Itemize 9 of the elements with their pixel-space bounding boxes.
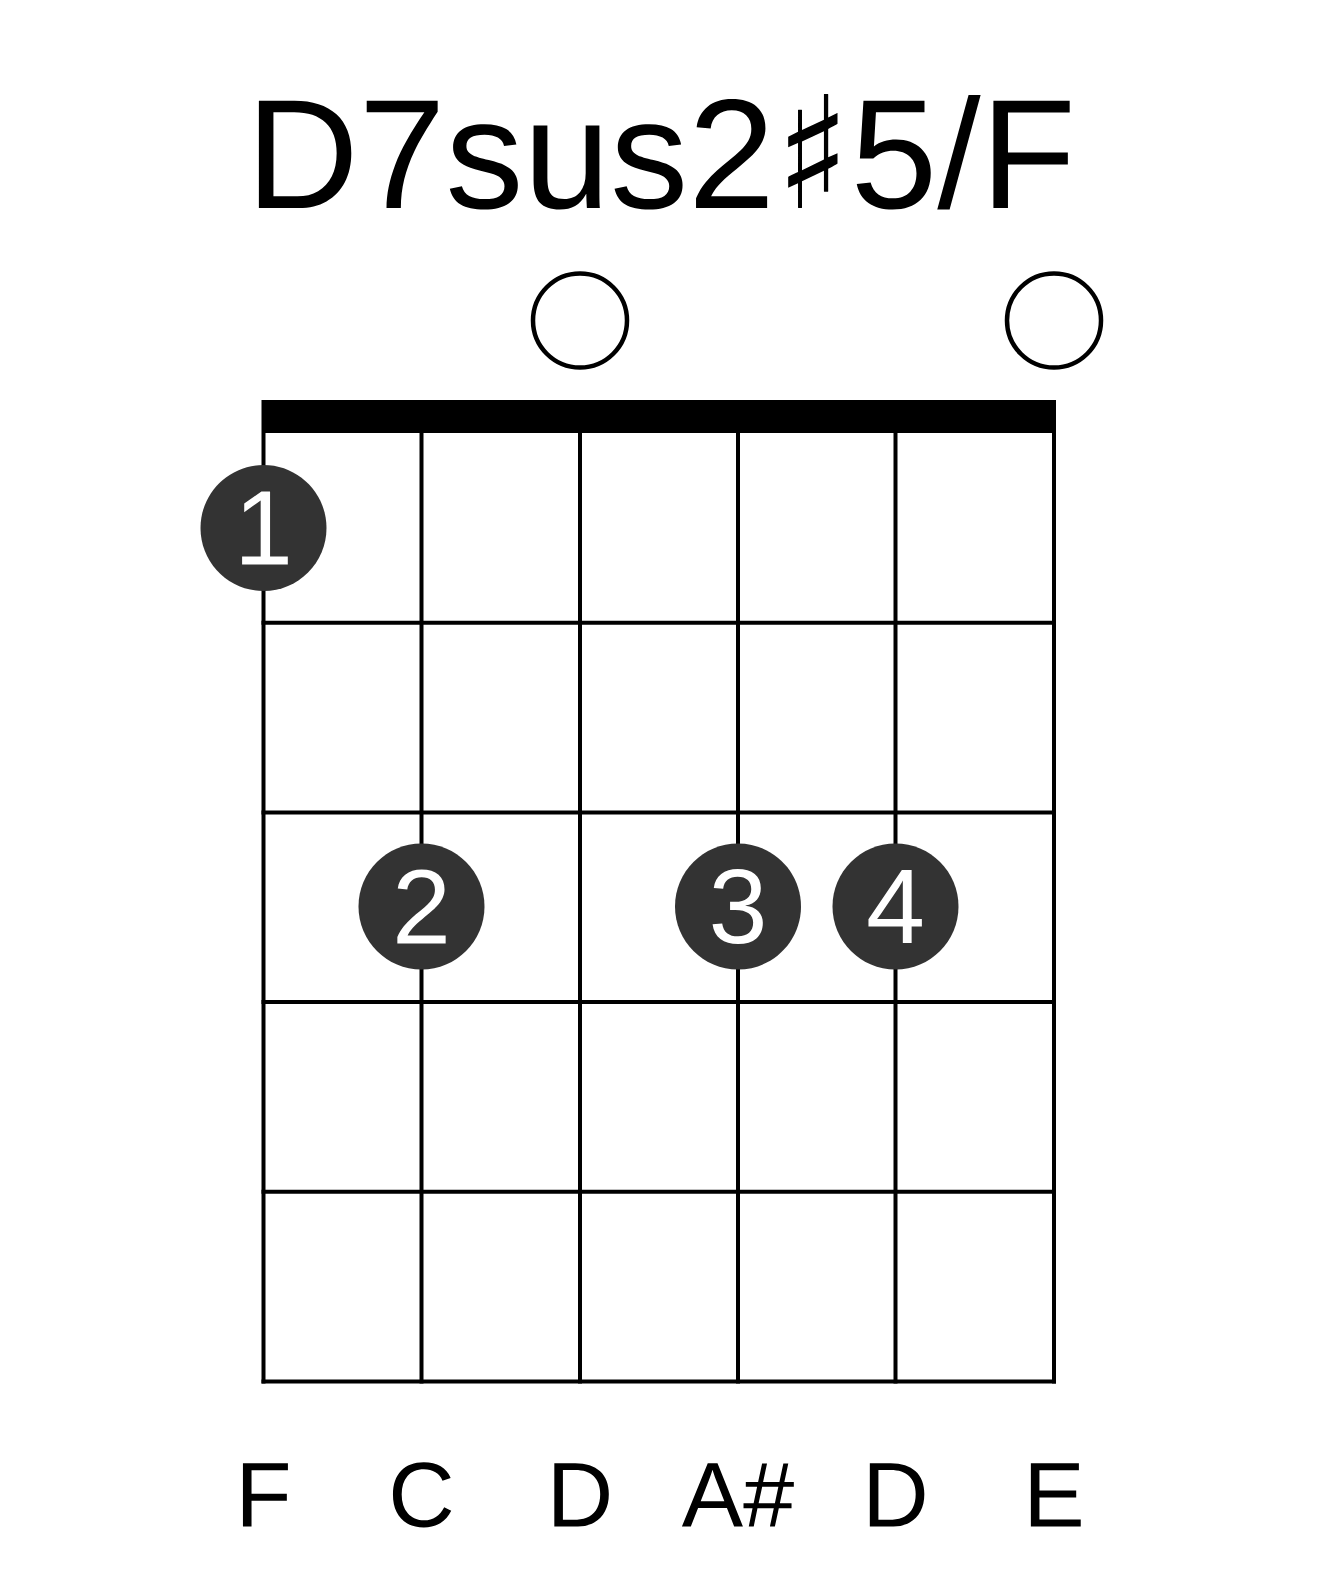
open-string-circle bbox=[530, 271, 630, 370]
chord-title: D7sus2♯5/F bbox=[258, 93, 1070, 210]
string-note-label: A# bbox=[681, 1463, 794, 1527]
string-note-label: F bbox=[242, 1463, 288, 1527]
string-note-label: E bbox=[1030, 1463, 1081, 1527]
string-note-label: C bbox=[392, 1462, 452, 1528]
open-string-circle bbox=[1004, 271, 1104, 370]
string-note-label: D bbox=[554, 1463, 609, 1527]
string-note-label: D bbox=[869, 1463, 925, 1527]
